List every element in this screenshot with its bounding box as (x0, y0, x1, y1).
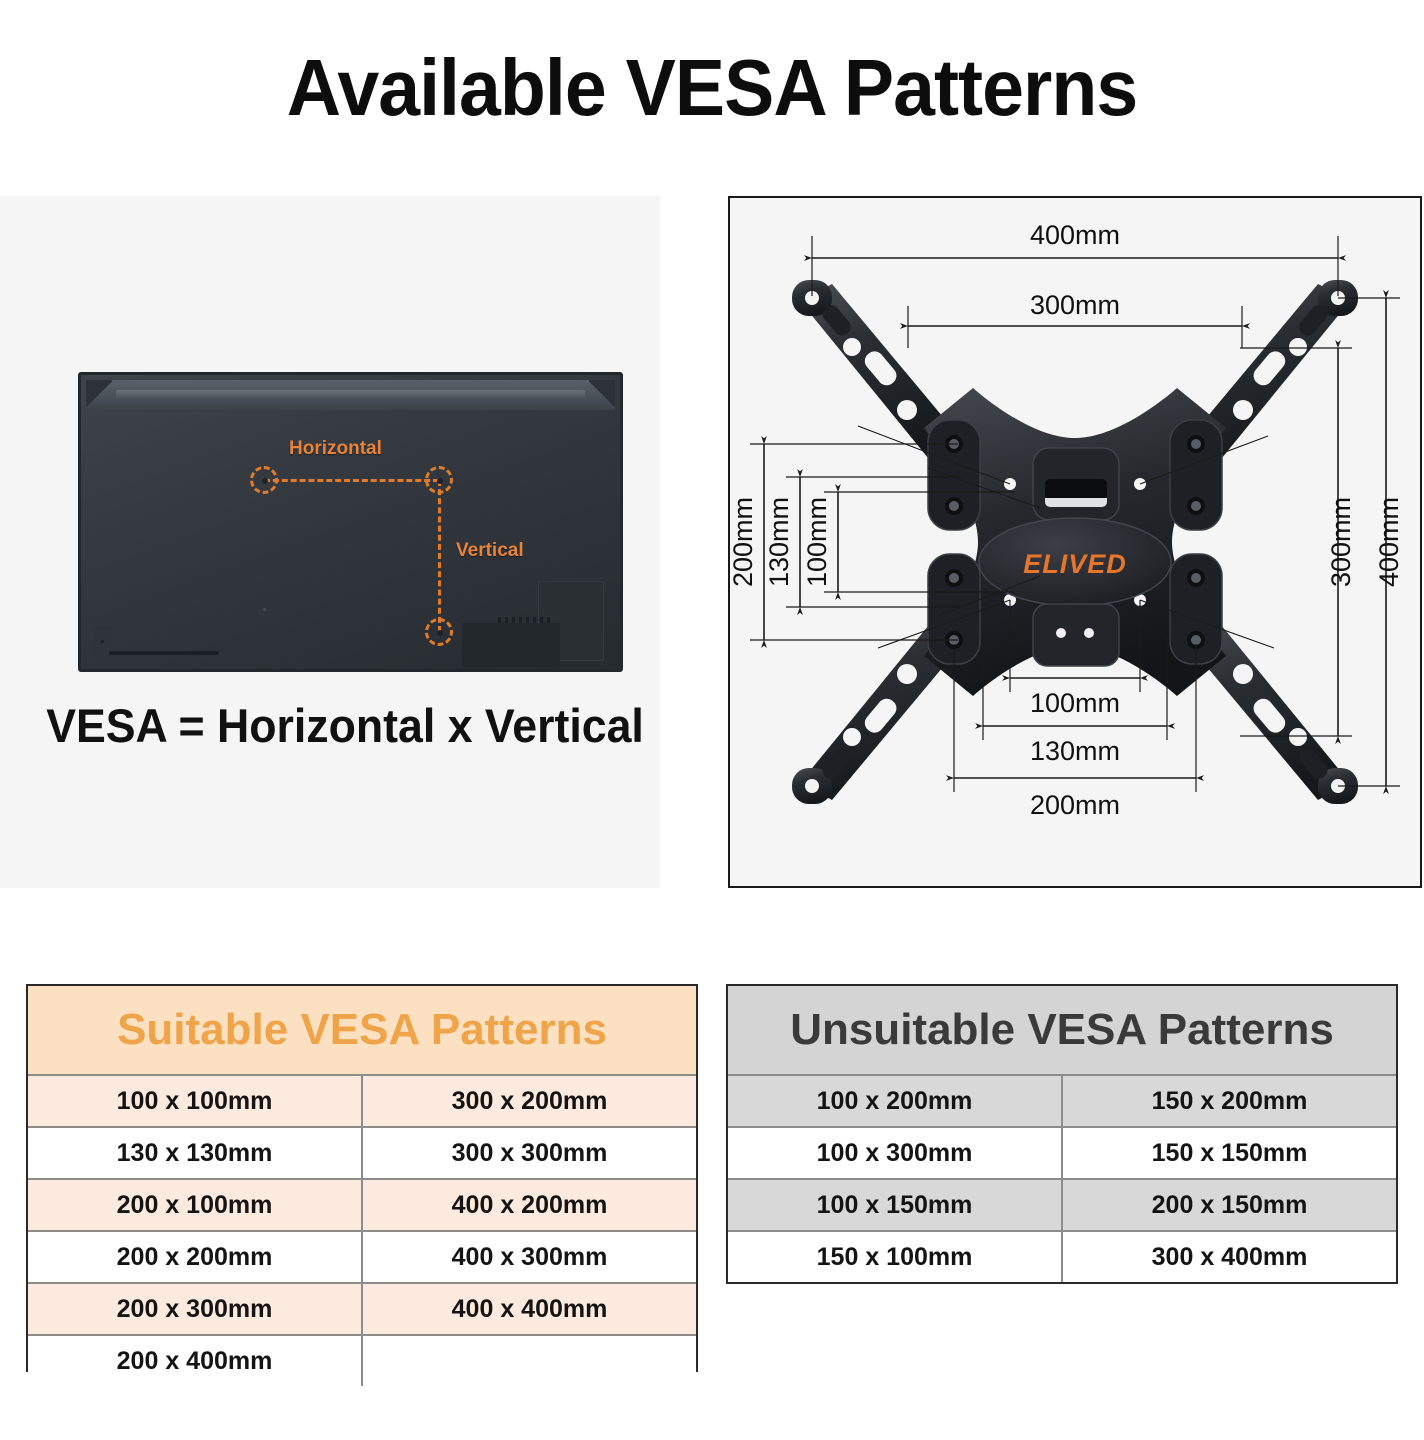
table-cell: 130 x 130mm (28, 1128, 363, 1178)
tv-top-right-corner (589, 380, 615, 410)
table-cell: 400 x 300mm (451, 1242, 608, 1271)
table-row: 100 x 100mm 300 x 200mm (28, 1074, 696, 1126)
vesa-hole-marker-bottom-right (425, 618, 453, 646)
horizontal-dashed-line (264, 479, 439, 482)
table-row: 150 x 100mm 300 x 400mm (728, 1230, 1396, 1282)
tv-stand-slot (109, 651, 219, 655)
mount-rail-left (927, 419, 981, 665)
dim-bottom-inner: 100mm (1030, 688, 1120, 718)
table-cell: 150 x 150mm (1151, 1138, 1308, 1167)
table-row: 200 x 100mm 400 x 200mm (28, 1178, 696, 1230)
table-row: 100 x 300mm 150 x 150mm (728, 1126, 1396, 1178)
page-title: Available VESA Patterns (286, 43, 1138, 132)
unsuitable-table-body: 100 x 200mm 150 x 200mm 100 x 300mm 150 … (728, 1074, 1396, 1282)
suitable-vesa-table: Suitable VESA Patterns 100 x 100mm 300 x… (26, 984, 698, 1386)
mount-arm-top-right (1187, 280, 1358, 464)
table-row: 100 x 150mm 200 x 150mm (728, 1178, 1396, 1230)
table-cell: 150 x 200mm (1151, 1086, 1308, 1115)
dim-left-inner: 100mm (802, 497, 832, 587)
horizontal-label: Horizontal (289, 438, 382, 459)
tv-body (78, 372, 623, 672)
mount-technical-drawing: ELIVED 400mm 300mm 200mm (728, 220, 1404, 820)
tv-vent-slots (498, 617, 554, 623)
table-cell: 300 x 200mm (451, 1086, 608, 1115)
vesa-formula-text: VESA = Horizontal x Vertical (46, 699, 644, 752)
dim-left-mid: 130mm (764, 497, 794, 587)
table-cell: 150 x 100mm (728, 1232, 1063, 1282)
vesa-hole-marker-top-right (425, 466, 453, 494)
tv-stand-clip (93, 627, 113, 661)
table-cell: 200 x 400mm (28, 1336, 363, 1386)
vesa-hole-marker-top-left (250, 466, 278, 494)
table-cell: 100 x 150mm (728, 1180, 1063, 1230)
table-row: 200 x 400mm (28, 1334, 696, 1386)
dim-right-outer: 400mm (1374, 497, 1404, 587)
mount-arm-bottom-left (792, 620, 963, 804)
dim-left-outer: 200mm (728, 497, 758, 587)
table-cell: 100 x 300mm (728, 1128, 1063, 1178)
dim-bottom-outer: 200mm (1030, 790, 1120, 820)
unsuitable-vesa-table: Unsuitable VESA Patterns 100 x 200mm 150… (726, 984, 1398, 1284)
table-cell: 200 x 100mm (28, 1180, 363, 1230)
table-cell: 100 x 100mm (28, 1076, 363, 1126)
dim-top-inner: 300mm (1030, 290, 1120, 320)
tv-port-recess (462, 623, 560, 667)
table-cell: 200 x 200mm (28, 1232, 363, 1282)
table-cell: 400 x 200mm (451, 1190, 608, 1219)
vertical-dashed-line (438, 480, 441, 632)
vertical-label: Vertical (456, 540, 524, 561)
table-cell (363, 1336, 696, 1386)
suitable-table-body: 100 x 100mm 300 x 200mm 130 x 130mm 300 … (28, 1074, 696, 1386)
brand-logo-text: ELIVED (1023, 549, 1127, 579)
suitable-table-header: Suitable VESA Patterns (28, 986, 696, 1074)
table-cell: 100 x 200mm (728, 1076, 1063, 1126)
dim-right-inner: 300mm (1326, 497, 1356, 587)
dim-top-outer: 400mm (1030, 220, 1120, 250)
tv-back-view: Horizontal Vertical (78, 372, 623, 672)
table-cell: 200 x 300mm (28, 1284, 363, 1334)
tv-indicator-dot (263, 608, 266, 611)
table-cell: 300 x 300mm (451, 1138, 608, 1167)
dim-bottom-mid: 130mm (1030, 736, 1120, 766)
table-cell: 400 x 400mm (451, 1294, 608, 1323)
table-row: 200 x 200mm 400 x 300mm (28, 1230, 696, 1282)
tv-illustration-panel: Horizontal Vertical (0, 196, 660, 888)
mount-lower-recess (1032, 603, 1120, 667)
table-row: 200 x 300mm 400 x 400mm (28, 1282, 696, 1334)
unsuitable-table-header: Unsuitable VESA Patterns (728, 986, 1396, 1074)
tv-top-bezel (86, 380, 615, 410)
table-row: 100 x 200mm 150 x 200mm (728, 1074, 1396, 1126)
mount-rail-right (1169, 419, 1223, 665)
table-cell: 300 x 400mm (1151, 1242, 1308, 1271)
dimension-annotations: 400mm 300mm 200mm 130mm 100mm (728, 220, 1404, 820)
table-cell: 200 x 150mm (1151, 1190, 1308, 1219)
mount-arm-top-left (792, 280, 963, 464)
table-row: 130 x 130mm 300 x 300mm (28, 1126, 696, 1178)
